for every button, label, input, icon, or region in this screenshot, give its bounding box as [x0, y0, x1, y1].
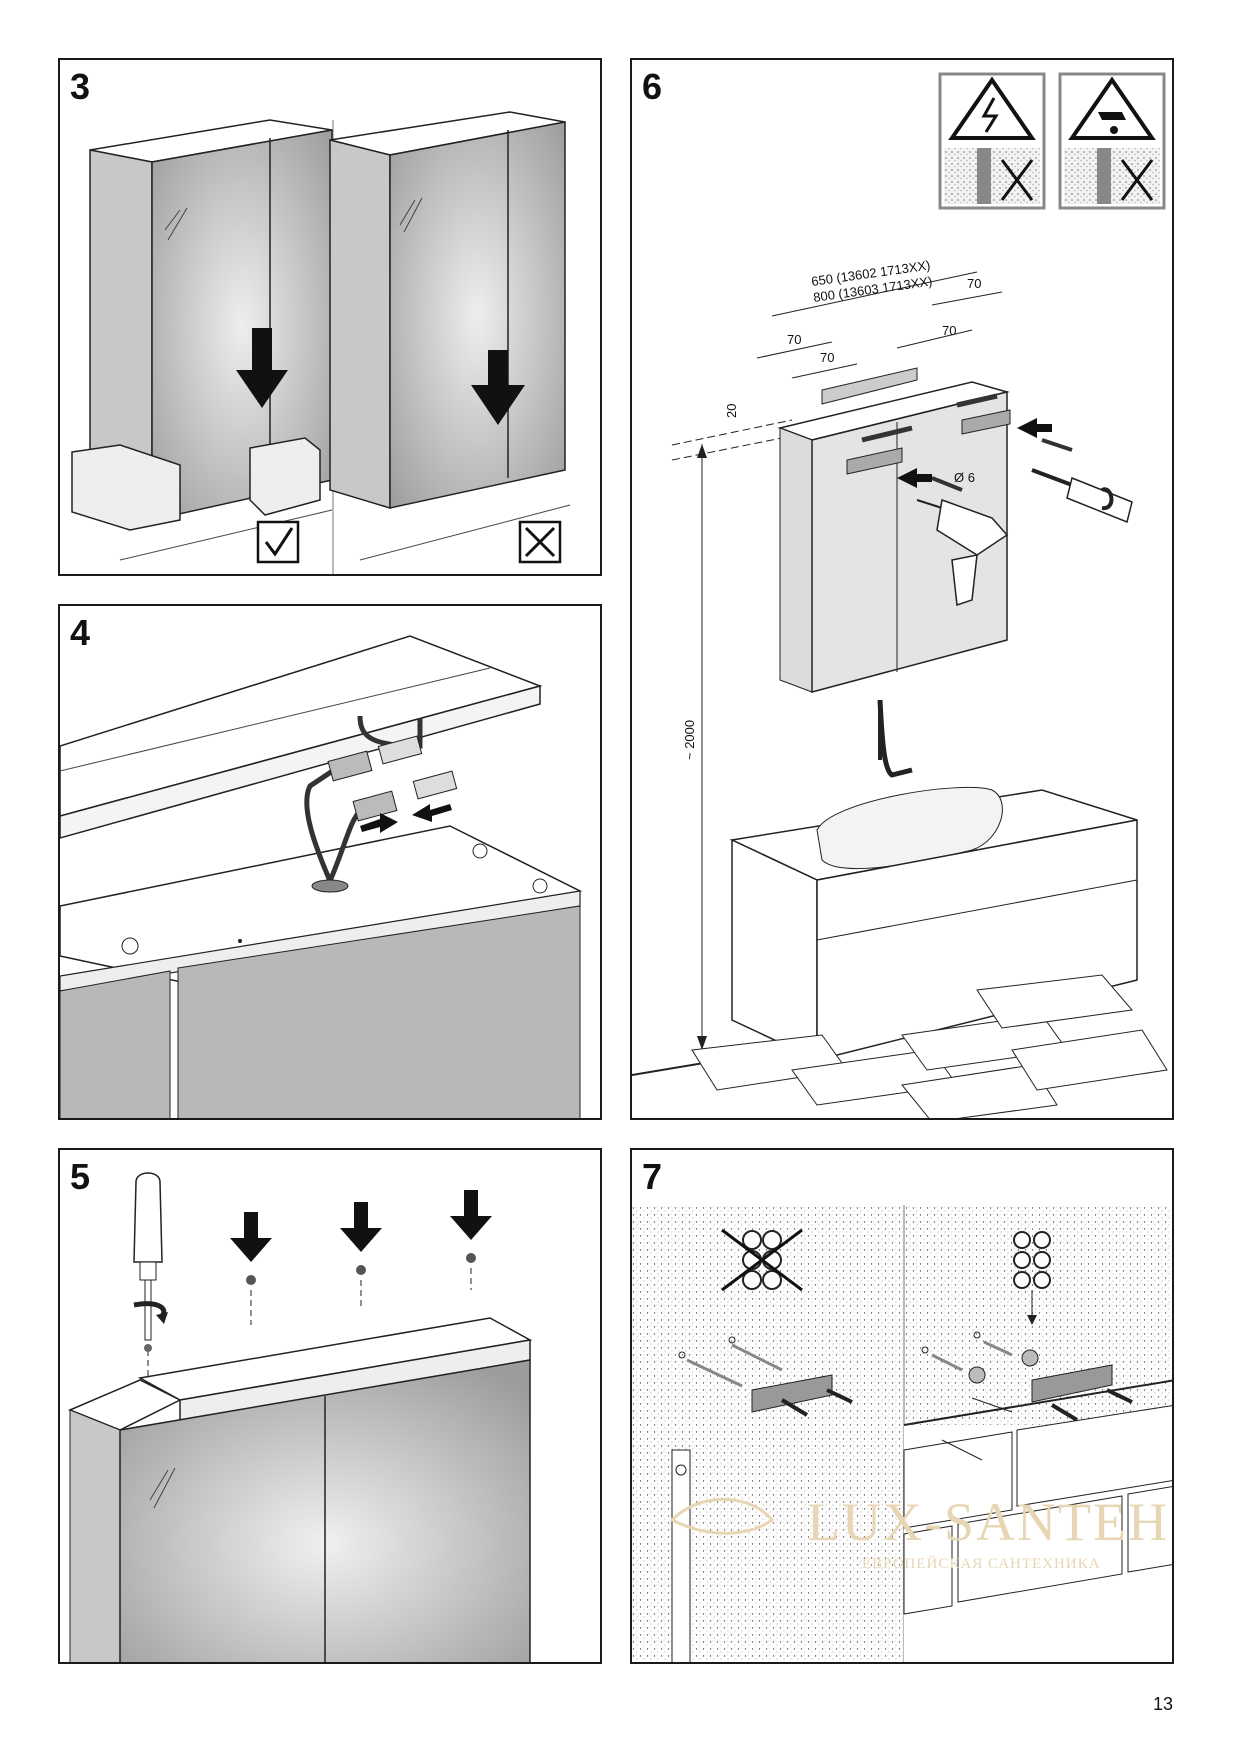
step-number: 7 — [642, 1156, 663, 1197]
step-3-panel: 3 — [58, 58, 602, 576]
dimension-20: 20 — [724, 404, 739, 418]
down-arrow-icon — [450, 1190, 492, 1290]
drill-diameter: Ø 6 — [954, 470, 975, 485]
watermark: LUX-SANTEH ЕВРОПЕЙСКАЯ САНТЕХНИКА — [669, 1492, 1169, 1572]
step-6-illustration: 650 (13602 1713XX) 800 (13603 1713XX) 70… — [632, 72, 1168, 1118]
step-4-illustration — [60, 635, 583, 1118]
step-7-illustration: LUX-SANTEH ЕВРОПЕЙСКАЯ САНТЕХНИКА — [632, 1205, 1172, 1662]
dimension-70-top: 70 — [967, 276, 981, 291]
watermark-tagline: ЕВРОПЕЙСКАЯ САНТЕХНИКА — [862, 1555, 1101, 1572]
down-arrow-icon — [236, 328, 288, 408]
step-3-illustration — [71, 111, 571, 574]
screwdriver-icon — [1031, 468, 1133, 524]
step-5-panel: 5 — [58, 1148, 602, 1664]
step-number: 6 — [642, 66, 663, 107]
step-4-panel: 4 — [58, 604, 602, 1120]
dimension-70-inner: 70 — [820, 350, 834, 365]
watermark-brand: LUX-SANTEH — [807, 1492, 1169, 1552]
down-arrow-icon — [471, 350, 525, 425]
step-number: 3 — [70, 66, 91, 107]
step-5-illustration — [68, 1172, 533, 1662]
down-arrow-icon — [340, 1202, 382, 1310]
page-number: 13 — [1152, 1694, 1173, 1714]
down-arrow-icon — [230, 1212, 272, 1325]
water-hazard-icon — [1058, 72, 1166, 210]
step-number: 4 — [70, 612, 91, 653]
step-number: 5 — [70, 1156, 91, 1197]
step-7-panel: 7 — [630, 1148, 1174, 1664]
step-6-panel: 6 650 — [630, 58, 1174, 1120]
dimension-height: ~ 2000 — [682, 720, 697, 760]
check-box-icon — [256, 520, 300, 564]
electric-hazard-icon — [938, 72, 1046, 210]
dimension-70-left: 70 — [787, 332, 801, 347]
anchor-group-crossed — [721, 1228, 803, 1292]
screwdriver-icon — [133, 1172, 168, 1400]
anchor-group — [1013, 1231, 1051, 1325]
cross-box-icon — [518, 520, 562, 564]
drill-icon: Ø 6 — [916, 470, 1009, 607]
